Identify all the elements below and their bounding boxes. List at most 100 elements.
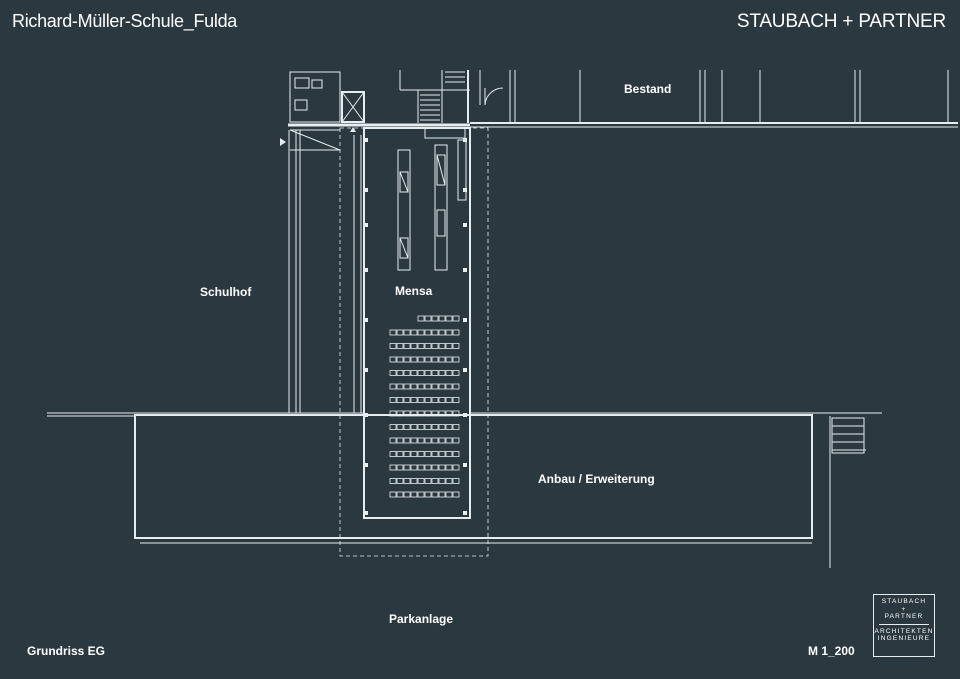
logo-line: + [901,605,907,613]
mensa-table [424,491,432,498]
mensa-table [389,343,397,349]
mensa-table [417,437,425,444]
mensa-table [452,451,460,457]
mensa-seating [389,315,460,498]
mensa-table [424,451,432,457]
mensa-building [339,127,489,557]
mensa-table [403,451,411,457]
mensa-table [410,437,418,444]
column-marker [364,138,368,142]
mensa-table [396,451,404,457]
mensa-table [438,464,446,471]
mensa-table [417,424,425,430]
mensa-table [417,491,425,498]
mensa-table [389,437,397,444]
label-parkanlage: Parkanlage [389,612,454,626]
mensa-table [431,491,439,498]
mensa-table [403,329,411,336]
mensa-table [403,437,411,444]
mensa-table [417,343,425,349]
mensa-table [403,491,411,498]
mensa-table [424,437,432,444]
mensa-table [424,464,432,471]
mensa-table [445,397,453,403]
mensa-table [431,383,439,390]
firm-logo: STAUBACH + PARTNER ARCHITEKTEN INGENIEUR… [873,594,935,657]
mensa-table [389,329,397,336]
mensa-table [452,329,460,336]
mensa-table [445,370,453,376]
mensa-table [452,478,460,484]
mensa-table [431,343,439,349]
mensa-table [403,424,411,430]
mensa-table [431,478,439,484]
mensa-table [438,410,446,417]
mensa-table [438,491,446,498]
column-marker [463,413,467,417]
mensa-table [445,315,453,322]
column-marker [463,188,467,192]
column-marker [364,413,368,417]
mensa-table [445,329,453,336]
mensa-table [445,383,453,390]
mensa-table [431,451,439,457]
mensa-table [396,491,404,498]
plan-scale: M 1_200 [808,644,855,658]
mensa-table [417,451,425,457]
mensa-table [452,315,460,322]
entrance-arrow-icon [280,138,286,146]
mensa-table [403,356,411,363]
mensa-table [445,410,453,417]
mensa-table [431,329,439,336]
mensa-table [445,478,453,484]
column-marker [364,188,368,192]
mensa-table [396,397,404,403]
mensa-table [403,343,411,349]
mensa-table [417,464,425,471]
label-bestand: Bestand [624,82,672,96]
mensa-table [424,424,432,430]
mensa-table [417,478,425,484]
mensa-table [403,410,411,417]
mensa-table [424,370,432,376]
mensa-table [445,491,453,498]
mensa-table [438,356,446,363]
mensa-table [445,424,453,430]
mensa-table [438,370,446,376]
column-marker [463,223,467,227]
mensa-table [410,397,418,403]
structural-columns [364,138,467,515]
bestand-building [399,70,958,128]
mensa-table [424,397,432,403]
mensa-table [424,478,432,484]
logo-line: PARTNER [884,613,924,620]
mensa-table [389,491,397,498]
mensa-table [389,464,397,471]
mensa-table [396,383,404,390]
column-marker [463,268,467,272]
mensa-table [431,464,439,471]
mensa-table [417,397,425,403]
mensa-table [452,410,460,417]
mensa-table [410,491,418,498]
column-marker [364,511,368,515]
mensa-table [424,356,432,363]
column-marker [364,463,368,467]
mensa-table [396,356,404,363]
mensa-table [424,383,432,390]
label-anbau: Anbau / Erweiterung [538,472,655,486]
logo-line: INGENIEURE [877,635,931,642]
mensa-table [431,397,439,403]
north-marker-icon [350,127,356,132]
firm-name: STAUBACH + PARTNER [736,11,946,32]
stair [420,71,465,121]
project-title: Richard-Müller-Schule_Fulda [12,11,237,31]
mensa-table [417,383,425,390]
mensa-table [438,451,446,457]
mensa-table [410,464,418,471]
mensa-table [417,329,425,336]
mensa-table [452,424,460,430]
anbau-building [47,412,882,568]
mensa-table [452,437,460,444]
mensa-table [389,451,397,457]
